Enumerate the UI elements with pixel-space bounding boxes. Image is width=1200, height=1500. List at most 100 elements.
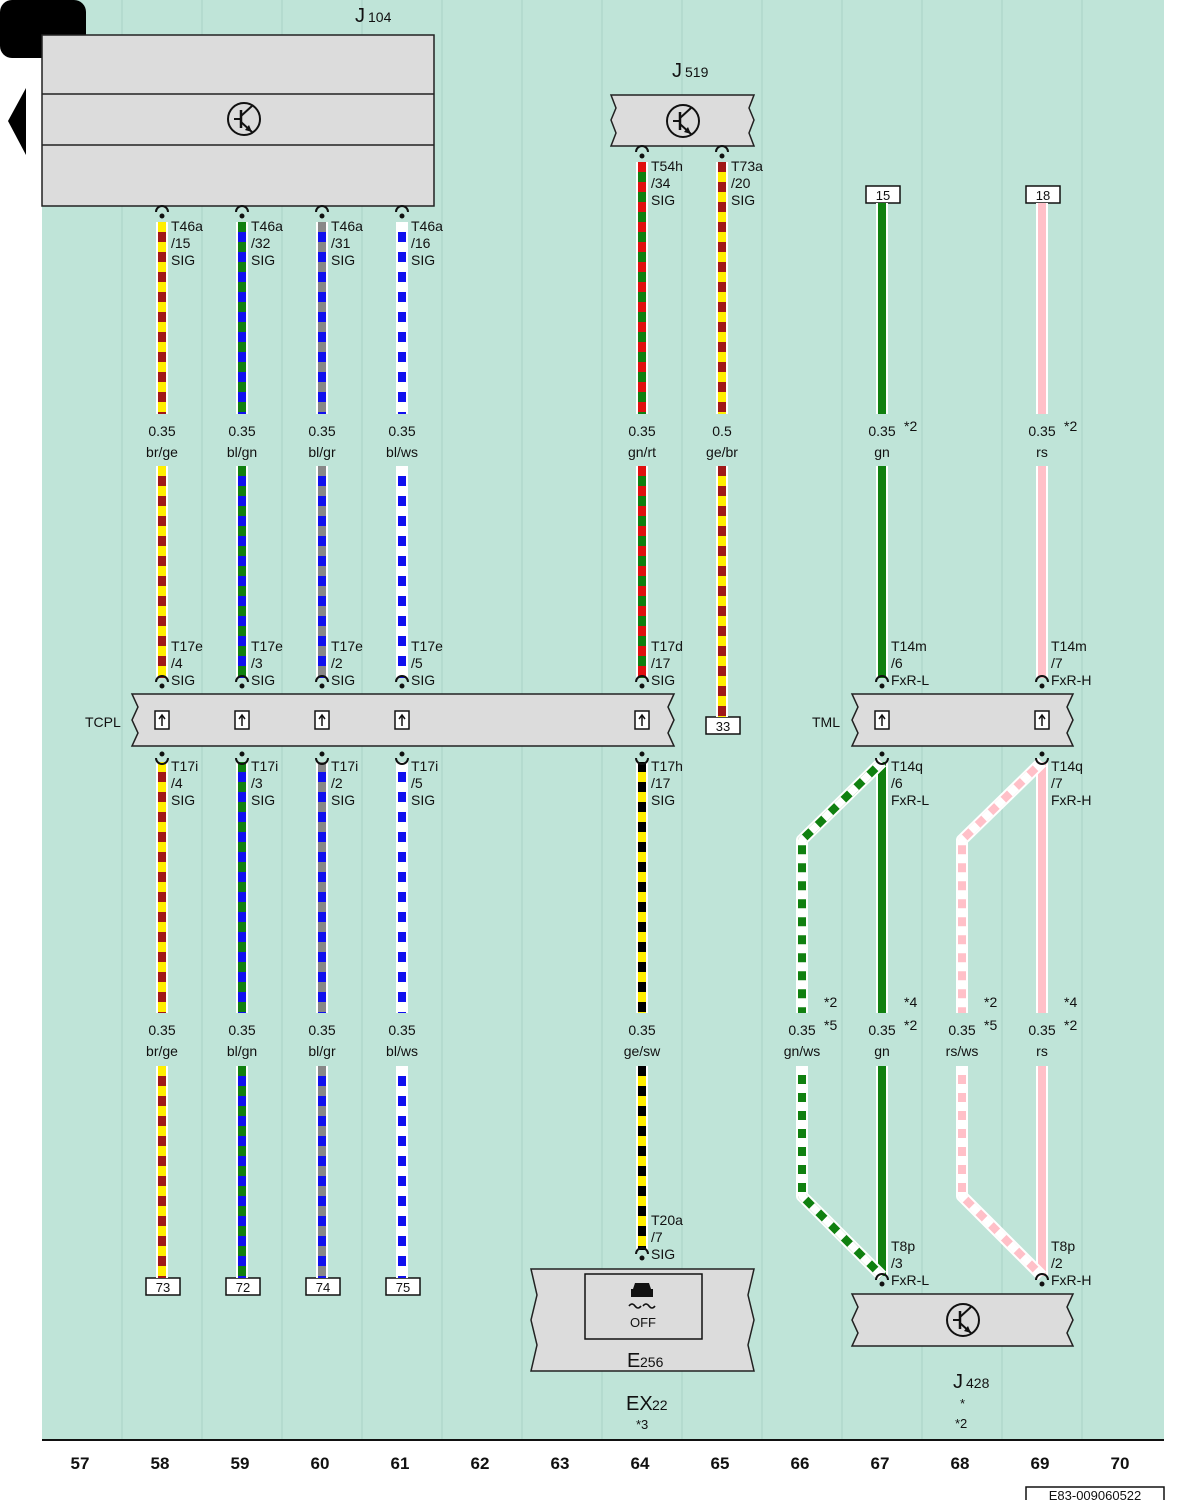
wire-label-w59-s1-code: bl/gn [227,444,257,460]
wire-label-w60-s2-size: 0.35 [308,1022,335,1038]
wire-label-w60-s2-code: bl/gr [308,1043,336,1059]
wire-label-w61-s2-code: bl/ws [386,1043,418,1059]
terminal-18: 18 [1025,185,1061,204]
wire-label-w69-s2-size: 0.35 [1028,1022,1055,1038]
wire-label-w67-s2-code: gn [874,1043,890,1059]
j428-label: J [953,1371,963,1393]
wire-label-w66-note: *2 [824,994,837,1010]
wire-label-w69-s2-note: *2 [1064,1017,1077,1033]
footer-code: E83-009060522 [1049,1488,1142,1500]
wire-label-w66-code: gn/ws [784,1043,821,1059]
terminal-72: 72 [225,1277,261,1296]
wire-label-w67-s2-size: 0.35 [868,1022,895,1038]
column-number: 62 [471,1454,490,1473]
wire-label-w59-s2-code: bl/gn [227,1043,257,1059]
j519-sub: 519 [685,64,709,80]
svg-text:15: 15 [876,188,890,203]
column-number: 61 [391,1454,410,1473]
component-j519: J 519 [609,60,756,147]
wire-label-w60-s1-size: 0.35 [308,423,335,439]
wires [156,162,1048,1281]
component-j428: J 428 * *2 [850,1293,1075,1431]
wire-label-w65-s1-size: 0.5 [712,423,732,439]
j428-note-1: * [960,1396,965,1411]
column-number: 60 [311,1454,330,1473]
wire-w66-seg-a [796,757,887,1013]
wire-label-w67-s2-note: *4 [904,994,917,1010]
wire-label-w61-s2-size: 0.35 [388,1022,415,1038]
svg-text:33: 33 [716,719,730,734]
svg-text:72: 72 [236,1280,250,1295]
column-number: 57 [71,1454,90,1473]
wire-label-w58-s2-size: 0.35 [148,1022,175,1038]
wire-label-w69-s1-note: *2 [1064,418,1077,434]
wire-label-w61-s1-size: 0.35 [388,423,415,439]
wire-label-w59-s2-size: 0.35 [228,1022,255,1038]
previous-page-arrow-icon[interactable] [8,88,26,155]
column-number: 65 [711,1454,730,1473]
wire-label-w61-s1-code: bl/ws [386,444,418,460]
e256-label: E [627,1350,640,1372]
column-number: 67 [871,1454,890,1473]
column-number: 68 [951,1454,970,1473]
wire-label-w58-s1-size: 0.35 [148,423,175,439]
wire-label-w64-s1-code: gn/rt [628,444,656,460]
column-number: 64 [631,1454,650,1473]
column-number: 70 [1111,1454,1130,1473]
ex22-sub: 22 [652,1397,668,1413]
wire-label-w60-s1-code: bl/gr [308,444,336,460]
column-number: 58 [151,1454,170,1473]
component-j104: J 104 [41,5,435,207]
svg-text:75: 75 [396,1280,410,1295]
wire-label-w69-s2-code: rs [1036,1043,1048,1059]
j428-sub: 428 [966,1375,990,1391]
wire-label-w69-s1-code: rs [1036,444,1048,460]
j104-label: J [355,5,365,27]
wire-w66-seg-b [796,1066,887,1281]
wire-label-w66-note: *5 [824,1017,837,1033]
connector-tml: TML [812,693,1075,747]
connector-tcpl: TCPL [85,693,676,747]
wire-label-w68-size: 0.35 [948,1022,975,1038]
column-number: 69 [1031,1454,1050,1473]
footer-code-box: E83-009060522 [1025,1486,1165,1500]
wire-label-w67-s1-size: 0.35 [868,423,895,439]
svg-text:73: 73 [156,1280,170,1295]
wire-labels: 0.35 br/ge 0.35 bl/gn 0.35 bl/gr 0.35 bl/ws 0.35… [146,418,1077,1059]
wire-label-w58-s2-code: br/ge [146,1043,178,1059]
tml-label: TML [812,714,840,730]
j519-label: J [672,60,682,82]
terminal-73: 73 [145,1277,181,1296]
wire-label-w64-s2-size: 0.35 [628,1022,655,1038]
j428-note-2: *2 [955,1416,967,1431]
wire-label-w66-size: 0.35 [788,1022,815,1038]
terminal-74: 74 [305,1277,341,1296]
tcpl-label: TCPL [85,714,121,730]
wire-w68-seg-b [956,1066,1047,1281]
terminal-75: 75 [385,1277,421,1296]
ex22-note: *3 [636,1417,648,1432]
wire-label-w68-note: *5 [984,1017,997,1033]
wire-label-w68-note: *2 [984,994,997,1010]
e256-sub: 256 [640,1354,664,1370]
traction-control-off-icon [628,1283,656,1309]
wire-label-w64-s1-size: 0.35 [628,423,655,439]
wire-label-w58-s1-code: br/ge [146,444,178,460]
